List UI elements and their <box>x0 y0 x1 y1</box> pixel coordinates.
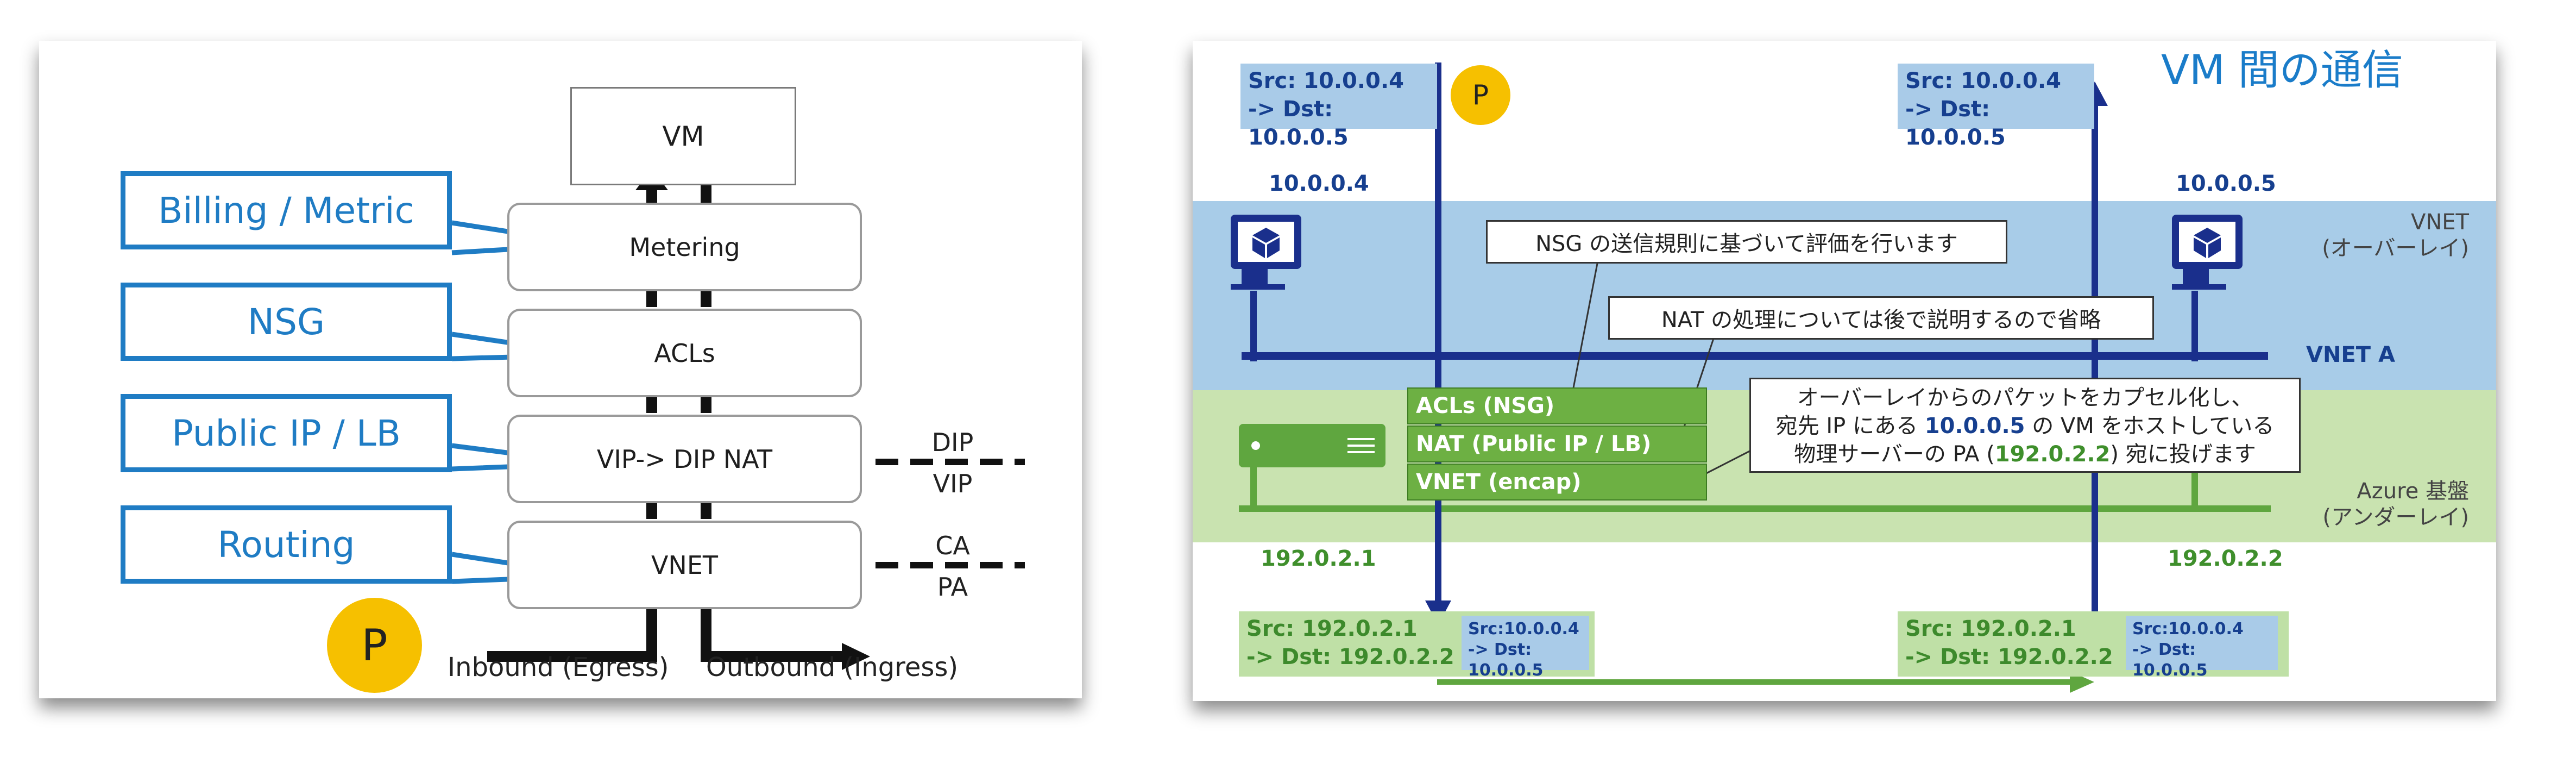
public-ip-callout: Public IP / LB <box>121 394 452 472</box>
acls-label: ACLs <box>654 338 715 368</box>
vnet-layer: VNET <box>507 521 862 609</box>
host-right-ip: 192.0.2.2 <box>2168 546 2283 571</box>
routing-callout: Routing <box>121 505 452 584</box>
src-top-right-line2: -> Dst: 10.0.0.5 <box>1905 97 2006 150</box>
packet-right-inner: Src:10.0.0.4 -> Dst: 10.0.0.5 <box>2126 616 2278 680</box>
host-left-ip: 192.0.2.1 <box>1261 546 1376 571</box>
ca-label: CA <box>935 531 970 560</box>
layer-nat: NAT (Public IP / LB) <box>1407 426 1707 462</box>
vm-left-ip: 10.0.0.4 <box>1269 171 1369 196</box>
right-title: VM 間の通信 <box>2161 46 2403 94</box>
packet-left-inner: Src:10.0.0.4 -> Dst: 10.0.0.5 <box>1462 616 1589 680</box>
src-top-right-line1: Src: 10.0.0.4 <box>1905 68 2061 93</box>
pa-label: PA <box>937 572 968 602</box>
nsg-callout-label: NSG <box>247 301 325 343</box>
billing-callout: Billing / Metric <box>121 171 452 249</box>
note-nsg: NSG の送信規則に基づいて評価を行います <box>1486 220 2007 264</box>
right-diagram-panel: VM 間の通信 Src: 10.0.0.4 -> Dst: 10.0.0.5 S… <box>1193 41 2496 701</box>
metering-label: Metering <box>629 232 740 262</box>
azure-band-label: Azure 基盤 (アンダーレイ) <box>2322 479 2469 530</box>
src-top-left-line2: -> Dst: 10.0.0.5 <box>1248 97 1349 150</box>
src-box-top-left: Src: 10.0.0.4 -> Dst: 10.0.0.5 <box>1240 64 1437 150</box>
vip-label: VIP <box>933 469 973 498</box>
outbound-label: Outbound (Ingress) <box>706 652 959 683</box>
note-nat: NAT の処理については後で説明するので省略 <box>1608 296 2154 340</box>
vnet-label: VNET <box>651 550 719 580</box>
src-box-top-right: Src: 10.0.0.4 -> Dst: 10.0.0.5 <box>1898 64 2094 150</box>
vnet-a-label: VNET A <box>2306 342 2395 367</box>
nsg-callout: NSG <box>121 283 452 361</box>
left-diagram-panel: VM Metering ACLs VIP-> DIP NAT VNET Bill… <box>39 41 1082 698</box>
nat-label: VIP-> DIP NAT <box>596 444 773 474</box>
metering-layer: Metering <box>507 203 862 291</box>
vm-right-ip: 10.0.0.5 <box>2176 171 2276 196</box>
layer-acls-nsg: ACLs (NSG) <box>1407 387 1707 424</box>
billing-callout-label: Billing / Metric <box>158 189 414 232</box>
routing-callout-label: Routing <box>217 523 355 566</box>
p-badge-icon: P <box>327 598 422 693</box>
layer-vnet-encap: VNET (encap) <box>1407 464 1707 501</box>
inbound-label: Inbound (Egress) <box>448 652 669 683</box>
vnet-band-label: VNET (オーバーレイ) <box>2322 210 2469 261</box>
nat-layer: VIP-> DIP NAT <box>507 415 862 503</box>
p-badge-icon: P <box>1451 65 1510 125</box>
vm-label: VM <box>662 120 704 152</box>
dip-label: DIP <box>931 428 974 457</box>
public-ip-callout-label: Public IP / LB <box>172 412 401 454</box>
vm-box: VM <box>570 87 796 185</box>
acls-layer: ACLs <box>507 309 862 397</box>
src-top-left-line1: Src: 10.0.0.4 <box>1248 68 1404 93</box>
host-layer-stack: ACLs (NSG) NAT (Public IP / LB) VNET (en… <box>1407 387 1707 501</box>
note-encap: オーバーレイからのパケットをカプセル化し、 宛先 IP にある 10.0.0.5… <box>1749 378 2301 473</box>
